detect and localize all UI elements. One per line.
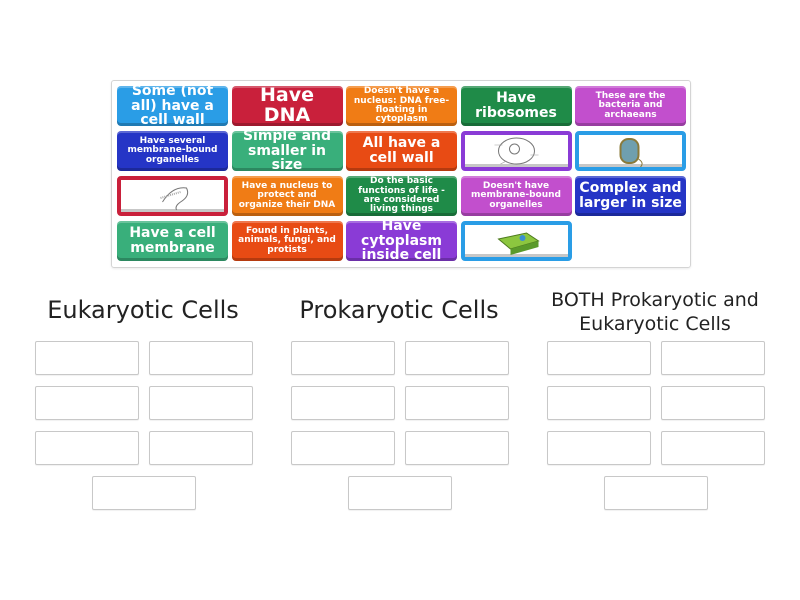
image-card-plant-cell-diagram[interactable]: [460, 221, 572, 261]
drop-slot[interactable]: [149, 341, 253, 375]
drop-slot[interactable]: [547, 431, 651, 465]
text-card[interactable]: Do the basic functions of life - are con…: [346, 176, 457, 216]
drop-slot[interactable]: [547, 341, 651, 375]
drop-slot[interactable]: [405, 341, 509, 375]
text-card[interactable]: Have several membrane-bound organelles: [117, 131, 228, 171]
text-card[interactable]: Have DNA: [231, 86, 343, 126]
text-card[interactable]: Found in plants, animals, fungi, and pro…: [231, 221, 343, 261]
text-card[interactable]: Doesn't have membrane-bound organelles: [460, 176, 572, 216]
drop-slot[interactable]: [35, 431, 139, 465]
drop-slot[interactable]: [661, 341, 765, 375]
prokaryote-sketch-icon: [121, 180, 224, 212]
text-card[interactable]: Have a nucleus to protect and organize t…: [231, 176, 343, 216]
drop-slot[interactable]: [348, 476, 452, 510]
text-card[interactable]: These are the bacteria and archaeans: [575, 86, 686, 126]
drop-slot[interactable]: [405, 386, 509, 420]
drop-slot[interactable]: [35, 341, 139, 375]
drop-slot[interactable]: [92, 476, 196, 510]
text-card[interactable]: Doesn't have a nucleus: DNA free-floatin…: [346, 86, 457, 126]
text-card[interactable]: Have cytoplasm inside cell: [346, 221, 457, 261]
drop-slot[interactable]: [547, 386, 651, 420]
plant-cell-diagram-icon: [465, 225, 568, 257]
drop-slot[interactable]: [291, 386, 395, 420]
text-card[interactable]: Complex and larger in size: [575, 176, 686, 216]
drop-slot[interactable]: [291, 341, 395, 375]
group-title-eukaryotic: Eukaryotic Cells: [47, 296, 239, 324]
drop-slot[interactable]: [661, 431, 765, 465]
drop-slot[interactable]: [149, 431, 253, 465]
drop-slot[interactable]: [35, 386, 139, 420]
drop-slot[interactable]: [661, 386, 765, 420]
drop-slot[interactable]: [604, 476, 708, 510]
image-card-bacterium-image[interactable]: [575, 131, 686, 171]
drop-slot[interactable]: [291, 431, 395, 465]
text-card[interactable]: All have a cell wall: [346, 131, 457, 171]
drop-slot[interactable]: [149, 386, 253, 420]
text-card[interactable]: Have a cell membrane: [117, 221, 228, 261]
bacterium-image-icon: [579, 135, 682, 167]
animal-cell-diagram-icon: [465, 135, 568, 167]
image-card-animal-cell-diagram[interactable]: [460, 131, 572, 171]
image-card-prokaryote-sketch[interactable]: [117, 176, 228, 216]
group-title-prokaryotic: Prokaryotic Cells: [299, 296, 499, 324]
text-card[interactable]: Some (not all) have a cell wall: [117, 86, 228, 126]
drop-slot[interactable]: [405, 431, 509, 465]
text-card[interactable]: Simple and smaller in size: [231, 131, 343, 171]
group-title-both: BOTH Prokaryotic and Eukaryotic Cells: [551, 289, 759, 335]
text-card[interactable]: Have ribosomes: [460, 86, 572, 126]
